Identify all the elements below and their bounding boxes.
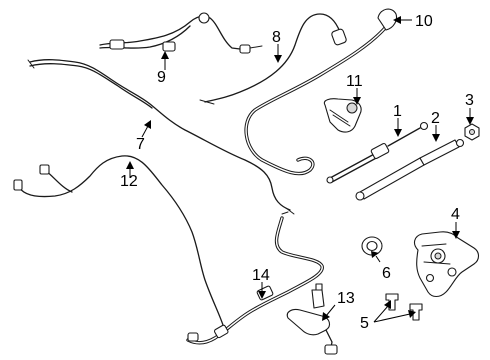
part-12-harness bbox=[13, 155, 225, 329]
callout-9: 9 bbox=[157, 69, 166, 86]
part-8-washer-hose bbox=[199, 13, 347, 105]
callout-14: 14 bbox=[252, 267, 270, 284]
callout-11: 11 bbox=[346, 73, 363, 90]
callout-2: 2 bbox=[431, 110, 440, 127]
callout-7: 7 bbox=[136, 136, 145, 153]
callout-8: 8 bbox=[272, 29, 281, 46]
part-5-bolts bbox=[373, 293, 423, 323]
part-14-hose bbox=[186, 211, 324, 345]
part-9-hose-assembly bbox=[99, 12, 263, 70]
callout-13: 13 bbox=[337, 290, 355, 307]
part-1-lift-support bbox=[326, 118, 429, 184]
part-6-grommet bbox=[361, 236, 383, 263]
callout-6: 6 bbox=[382, 265, 391, 282]
part-2-lift-support bbox=[355, 125, 465, 201]
callout-5: 5 bbox=[360, 315, 369, 332]
callout-4: 4 bbox=[451, 206, 460, 223]
part-10-washer-line bbox=[244, 8, 412, 176]
part-11-pivot bbox=[323, 88, 362, 133]
callout-1: 1 bbox=[393, 103, 402, 120]
callout-10: 10 bbox=[415, 13, 433, 30]
part-3-nut bbox=[464, 108, 480, 141]
part-7-harness bbox=[27, 59, 295, 215]
callout-3: 3 bbox=[465, 92, 474, 109]
part-4-wiper-motor bbox=[413, 222, 480, 298]
callout-12: 12 bbox=[120, 173, 138, 190]
part-13-nozzle bbox=[286, 283, 338, 355]
